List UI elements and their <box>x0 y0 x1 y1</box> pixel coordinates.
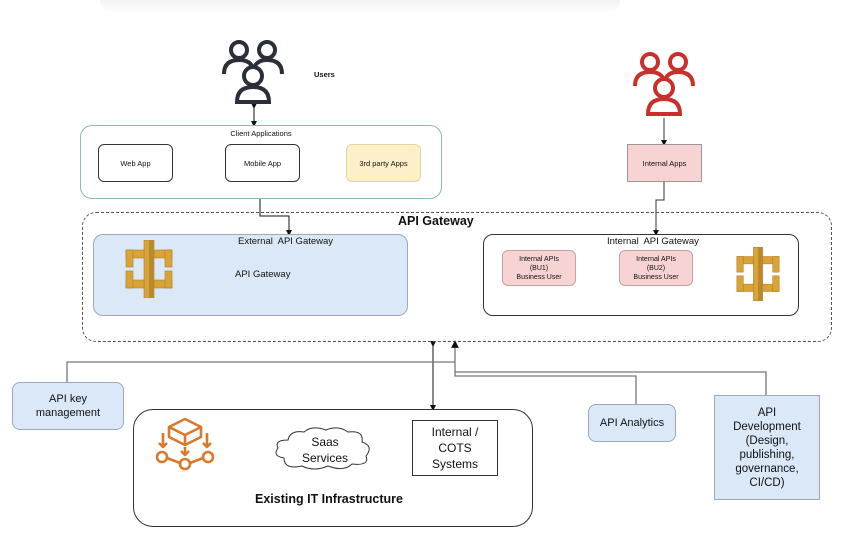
api-dev-line3: (Design, <box>745 434 789 447</box>
saas-line1: Saas <box>311 435 339 449</box>
users-label: Users <box>314 70 335 79</box>
api-dev-line5: governance, <box>735 462 799 475</box>
saas-services-label: Saas Services <box>290 434 360 466</box>
internal-cots-systems-box: Internal / COTS Systems <box>412 420 498 476</box>
cots-line1: Internal / <box>431 425 479 439</box>
api-dev-line6: CI/CD) <box>749 476 785 489</box>
api-dev-line2: Development <box>733 420 801 433</box>
client-applications-title: Client Applications <box>230 129 292 138</box>
internal-api-bu1-box: Internal APIs (BU1) Business User <box>502 250 576 286</box>
api-development-box: API Development (Design, publishing, gov… <box>714 395 820 500</box>
aws-api-gateway-icon <box>736 247 780 301</box>
internal-api-bu2-line3: Business User <box>633 273 679 281</box>
external-api-gateway-title: External API Gateway <box>238 236 334 247</box>
api-key-connector <box>66 361 455 382</box>
aws-api-gateway-icon <box>125 240 173 298</box>
internal-users-icon <box>633 52 695 116</box>
web-app-box: Web App <box>98 144 173 182</box>
internal-apps-box: Internal Apps <box>627 144 702 182</box>
cots-line2: COTS <box>438 441 472 455</box>
internal-api-bu2-line1: Internal APIs <box>636 255 676 263</box>
api-key-line2: management <box>35 407 101 419</box>
analytics-connector <box>454 372 637 404</box>
infrastructure-title: Existing IT Infrastructure <box>255 492 403 506</box>
internal-api-bu2-box: Internal APIs (BU2) Business User <box>619 250 693 286</box>
api-dev-line4: publishing, <box>739 448 795 461</box>
internal-api-bu1-line1: Internal APIs <box>519 255 559 263</box>
internal-api-bu1-line3: Business User <box>516 273 562 281</box>
api-key-management-box: API key management <box>12 382 124 430</box>
api-key-line1: API key <box>49 393 87 405</box>
users-group-icon <box>222 40 284 104</box>
internal-api-gateway-title: Internal API Gateway <box>607 236 699 247</box>
top-shadow <box>100 0 620 14</box>
external-api-gateway-subtitle: API Gateway <box>235 269 291 280</box>
internal-api-bu2-line2: (BU2) <box>646 264 666 272</box>
cots-line3: Systems <box>431 457 478 471</box>
api-dev-line1: API <box>757 406 777 419</box>
third-party-apps-box: 3rd party Apps <box>346 144 421 182</box>
api-gateway-boundary <box>82 212 832 342</box>
api-analytics-box: API Analytics <box>588 404 676 442</box>
development-connector <box>455 371 767 395</box>
distribution-icon <box>155 417 215 471</box>
internal-api-bu1-line2: (BU1) <box>529 264 549 272</box>
mobile-app-box: Mobile App <box>225 144 300 182</box>
cloud-icon <box>275 427 370 470</box>
api-gateway-title: API Gateway <box>398 214 474 228</box>
saas-line2: Services <box>301 451 348 465</box>
